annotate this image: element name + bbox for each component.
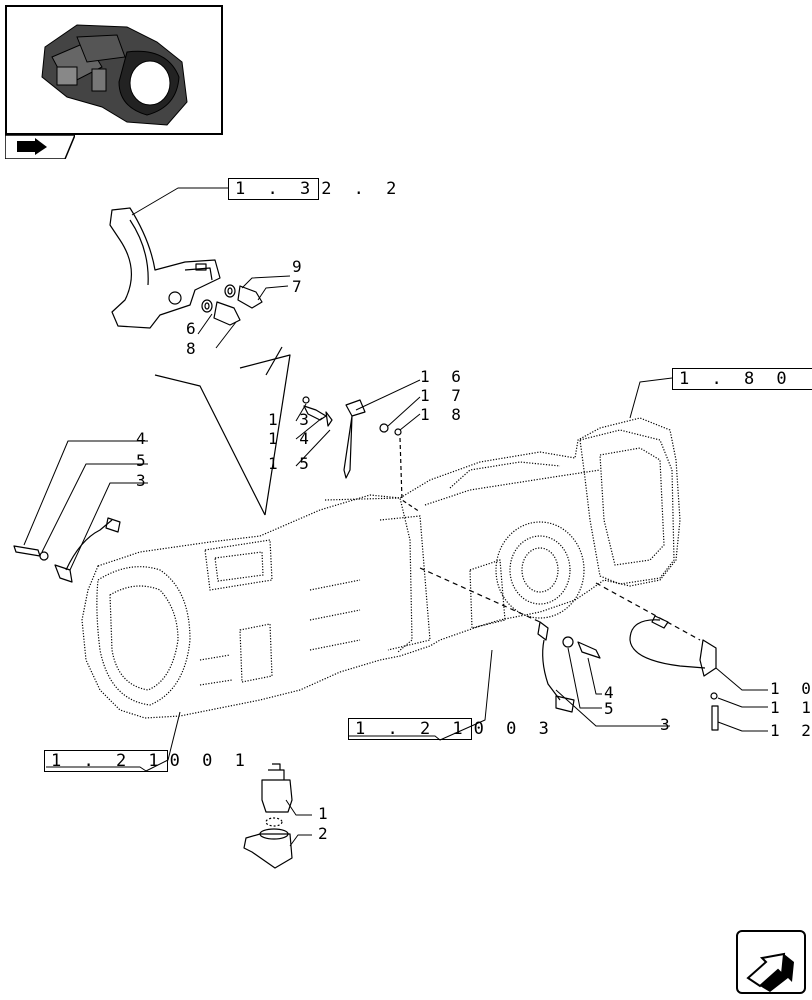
callout-3-right: 3	[660, 715, 676, 734]
callout-5-right: 5	[604, 699, 620, 718]
callout-3-left: 3	[136, 471, 152, 490]
leader-lines	[23, 187, 768, 847]
callout-4-left: 4	[136, 429, 152, 448]
callout-2: 2	[318, 824, 334, 843]
ref-1-21-0-03-tail: 0 0 3	[473, 719, 555, 739]
callout-9: 9	[292, 257, 308, 276]
plug-elbow-drawing	[243, 763, 293, 869]
callout-11: 1 1	[770, 698, 811, 717]
callout-15: 1 5	[268, 454, 315, 473]
callout-10: 1 0	[770, 679, 811, 698]
assembly-thumbnail	[5, 5, 223, 135]
callout-17: 1 7	[420, 386, 467, 405]
callout-6: 6	[186, 319, 202, 338]
callout-5-left: 5	[136, 451, 152, 470]
ref-1-21-0-03-box: 1 . 2 1	[348, 718, 472, 740]
callout-18: 1 8	[420, 405, 467, 424]
callout-16: 1 6	[420, 367, 467, 386]
ref-1-32-2-box: 1 . 3	[228, 178, 320, 200]
next-page-button[interactable]	[736, 930, 806, 994]
ref-1-21-0-01-tail: 0 0 1	[169, 751, 251, 771]
ref-1-21-0-01-box: 1 . 2 1	[44, 750, 168, 772]
callout-12: 1 2	[770, 721, 811, 740]
ref-1-80-1-box: 1 . 8 0 .	[672, 368, 812, 390]
ref-1-80-1[interactable]: 1 . 8 0 .1	[672, 368, 812, 390]
callout-14: 1 4	[268, 429, 315, 448]
next-page-arrow-icon	[746, 952, 794, 992]
lever-pin-drawing	[302, 396, 421, 513]
callout-8: 8	[186, 339, 202, 358]
book-tab[interactable]	[4, 134, 77, 160]
callout-13: 1 3	[268, 410, 315, 429]
callout-7: 7	[292, 277, 308, 296]
shift-fork-drawing	[109, 207, 221, 329]
mid-sensor-drawing	[419, 567, 601, 713]
transmission-housing-drawing	[81, 417, 681, 719]
callout-1: 1	[318, 804, 334, 823]
transmission-thumbnail-icon	[41, 24, 188, 126]
right-sensor-drawing	[595, 582, 719, 731]
fork-fasteners	[201, 284, 263, 326]
left-sensor-drawing	[13, 517, 121, 583]
callout-4-right: 4	[604, 683, 620, 702]
ref-1-32-2-tail: 2 . 2	[321, 179, 403, 199]
